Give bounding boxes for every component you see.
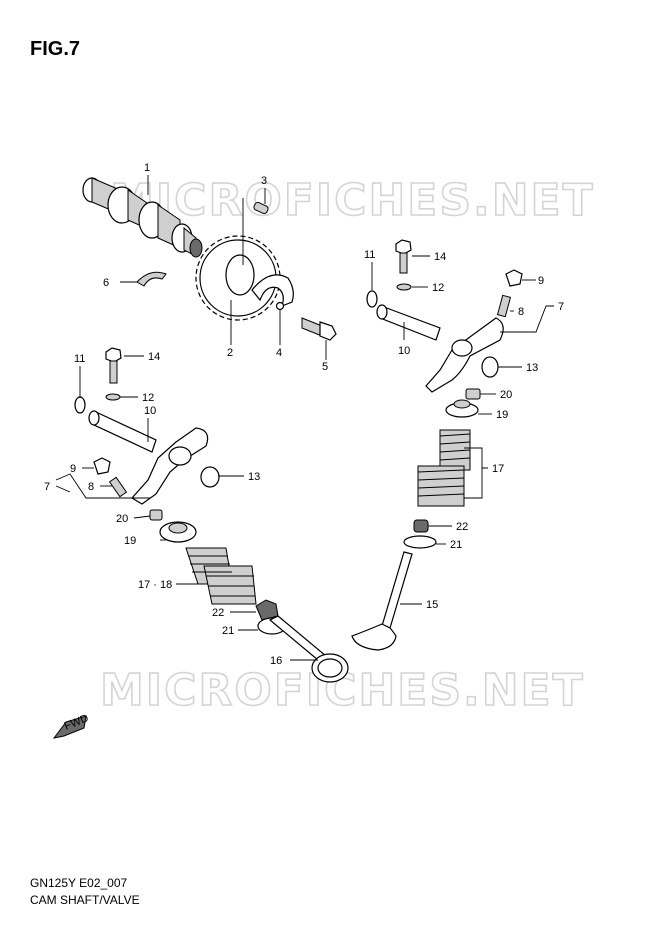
callout-7-left: 7 <box>44 481 50 493</box>
callout-20-left: 20 <box>116 513 128 525</box>
callout-2: 2 <box>227 347 233 359</box>
watermark-top: MICROFICHES.NET <box>110 175 595 226</box>
callout-19-left: 19 <box>124 535 136 547</box>
pin-part[interactable] <box>253 201 269 215</box>
cotter-left-part[interactable] <box>149 509 163 521</box>
callout-22-left: 22 <box>212 607 224 619</box>
rocker-bolt-left-part[interactable] <box>105 347 122 384</box>
o-ring-right-part[interactable] <box>366 290 378 308</box>
callout-3: 3 <box>261 175 267 187</box>
forward-arrow-icon: FWD <box>52 712 90 739</box>
callout-13-left: 13 <box>248 471 260 483</box>
retainer-left-part[interactable] <box>159 521 197 543</box>
callout-12-left: 12 <box>142 392 154 404</box>
cotter-right-part[interactable] <box>465 388 481 400</box>
washer-right-part[interactable] <box>396 283 412 291</box>
callout-7-right: 7 <box>558 301 564 313</box>
callout-9-left: 9 <box>70 463 76 475</box>
callout-22-right: 22 <box>456 521 468 533</box>
callout-10-right: 10 <box>398 345 410 357</box>
callout-1: 1 <box>144 162 150 174</box>
callout-11-right: 11 <box>364 249 375 261</box>
stem-seal-left-part[interactable] <box>255 599 279 621</box>
callout-14-left: 14 <box>148 351 160 363</box>
camshaft-part[interactable] <box>82 177 203 258</box>
callout-5: 5 <box>322 361 328 373</box>
callout-17-18: 17 · 18 <box>138 579 172 591</box>
callout-20-right: 20 <box>500 389 512 401</box>
spring-seat-right-part[interactable] <box>403 535 437 549</box>
callout-13-right: 13 <box>526 362 538 374</box>
nut-left-part[interactable] <box>93 457 111 475</box>
callout-4: 4 <box>276 347 282 359</box>
callout-8-right: 8 <box>518 306 524 318</box>
valve-exhaust-part[interactable] <box>351 551 413 651</box>
leader-lines <box>55 175 554 661</box>
callout-21-left: 21 <box>222 625 234 637</box>
adjust-screw-right-part[interactable] <box>496 294 512 318</box>
callout-8-left: 8 <box>88 481 94 493</box>
o-ring-left-part[interactable] <box>74 396 86 414</box>
callout-11-left: 11 <box>74 353 85 365</box>
callout-21-right: 21 <box>450 539 462 551</box>
callout-9-right: 9 <box>538 275 544 287</box>
callout-16: 16 <box>270 655 282 667</box>
retainer-right-part[interactable] <box>445 399 479 418</box>
washer-left-part[interactable] <box>105 393 121 401</box>
callout-19-right: 19 <box>496 409 508 421</box>
rocker-bolt-right-part[interactable] <box>395 239 412 274</box>
callout-6: 6 <box>103 277 109 289</box>
o-ring-13-right-part[interactable] <box>481 356 499 378</box>
rocker-arm-left-part[interactable] <box>131 427 209 505</box>
callout-10-left: 10 <box>144 405 156 417</box>
bolt-part[interactable] <box>301 317 337 341</box>
callout-12-right: 12 <box>432 282 444 294</box>
adjust-screw-left-part[interactable] <box>108 476 128 498</box>
rocker-shaft-left-part[interactable] <box>88 410 157 453</box>
footer-diagram-name: CAM SHAFT/VALVE <box>30 893 140 907</box>
valve-springs-left-part[interactable] <box>185 547 257 605</box>
callout-17-right: 17 <box>492 463 504 475</box>
nut-right-part[interactable] <box>505 269 523 287</box>
callout-15: 15 <box>426 599 438 611</box>
rocker-shaft-right-part[interactable] <box>376 304 441 341</box>
callout-14-right: 14 <box>434 251 446 263</box>
o-ring-13-left-part[interactable] <box>200 466 220 488</box>
figure-title: FIG.7 <box>30 38 81 60</box>
valve-intake-part[interactable] <box>268 615 349 683</box>
valve-springs-right-part[interactable] <box>417 429 471 507</box>
footer-diagram-code: GN125Y E02_007 <box>30 876 128 890</box>
half-ring-part[interactable] <box>136 271 167 287</box>
stem-seal-right-part[interactable] <box>413 519 429 533</box>
